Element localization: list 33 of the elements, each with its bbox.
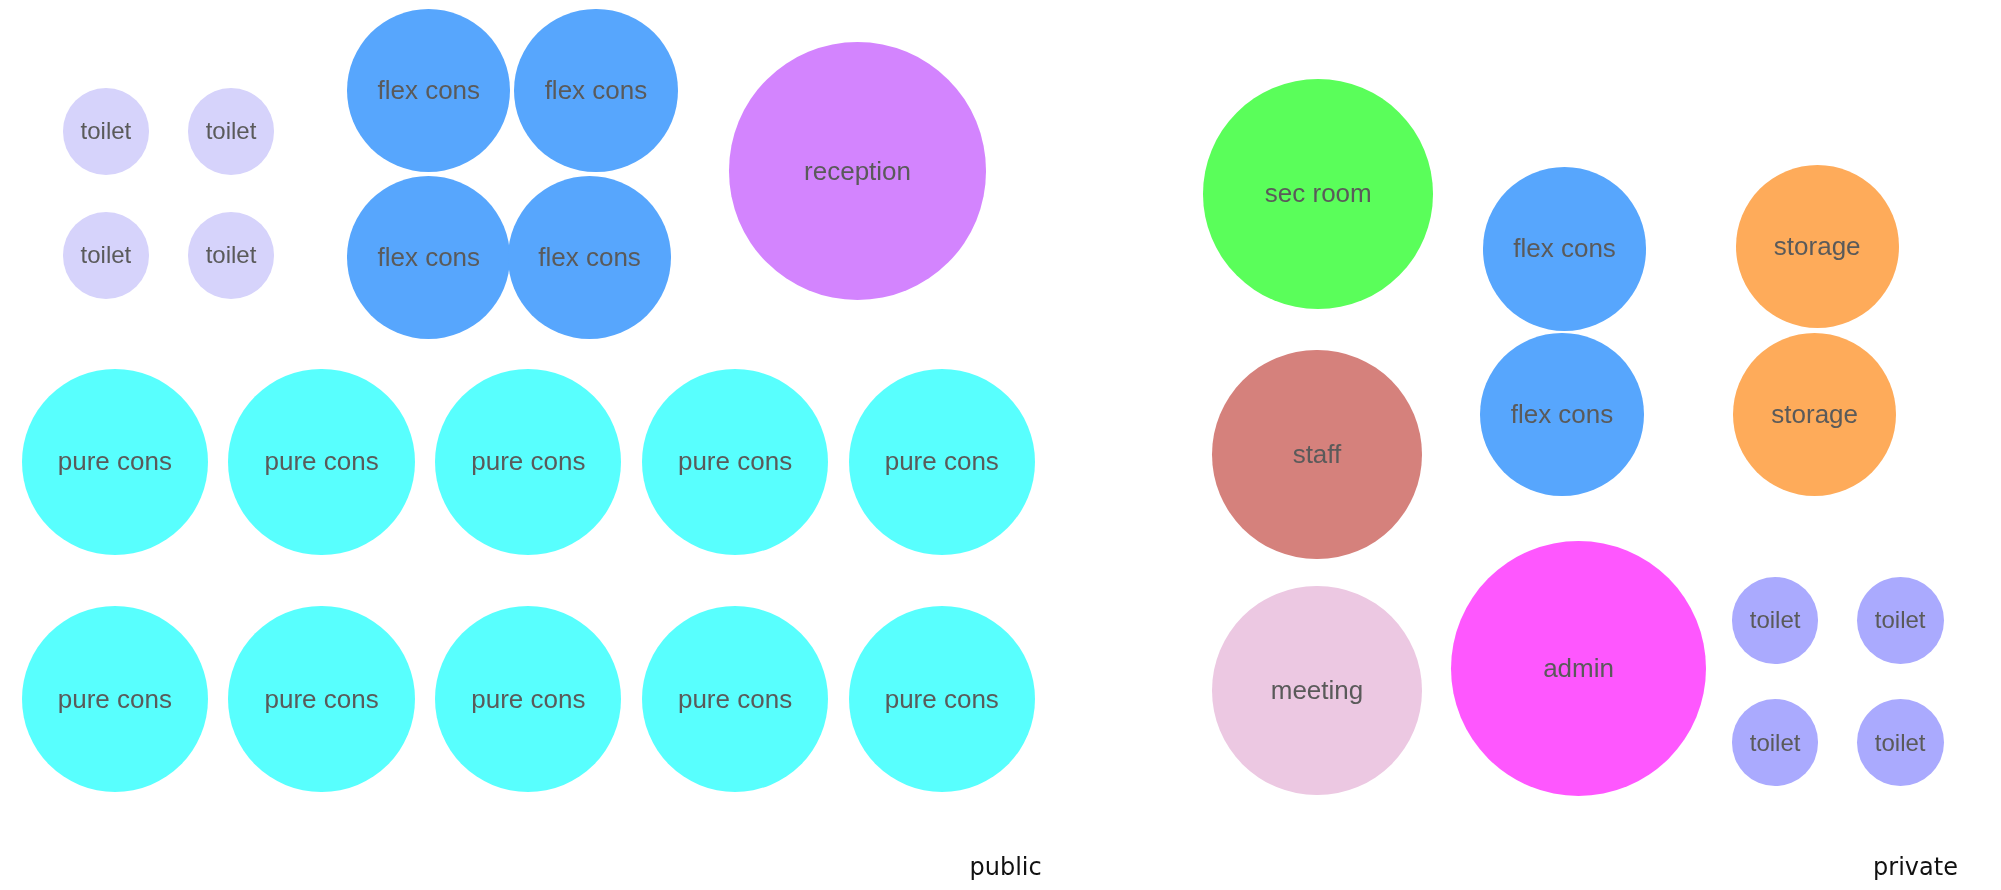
room-label: storage <box>1773 230 1861 262</box>
room-label: storage <box>1771 399 1859 431</box>
room-label: pure cons <box>264 683 379 715</box>
zone-label: private <box>1873 852 1958 881</box>
room-label: pure cons <box>264 446 379 478</box>
room-label: flex cons <box>1510 399 1614 431</box>
room-label: pure cons <box>57 683 172 715</box>
room-label: flex cons <box>377 242 481 274</box>
zone-label: public <box>969 852 1042 881</box>
room-label: toilet <box>205 241 257 270</box>
room-label: pure cons <box>884 683 999 715</box>
room-label: sec room <box>1264 178 1372 210</box>
room-label: reception <box>804 155 912 187</box>
room-label: pure cons <box>677 683 793 715</box>
room-label: toilet <box>1749 728 1801 757</box>
room-label: toilet <box>205 117 257 146</box>
room-label: pure cons <box>471 446 586 478</box>
room-label: toilet <box>80 241 132 270</box>
room-label: pure cons <box>471 683 586 715</box>
room-label: admin <box>1543 653 1614 685</box>
room-label: meeting <box>1270 674 1364 706</box>
room-label: pure cons <box>57 446 172 478</box>
room-label: flex cons <box>544 75 648 107</box>
room-label: toilet <box>80 117 132 146</box>
room-label: pure cons <box>677 446 793 478</box>
room-label: flex cons <box>1513 233 1616 265</box>
room-label: toilet <box>1874 606 1926 635</box>
room-label: staff <box>1292 438 1342 470</box>
room-label: toilet <box>1874 728 1926 757</box>
room-label: flex cons <box>538 242 641 274</box>
room-label: pure cons <box>884 446 999 478</box>
room-label: flex cons <box>377 75 481 107</box>
room-label: toilet <box>1749 606 1801 635</box>
